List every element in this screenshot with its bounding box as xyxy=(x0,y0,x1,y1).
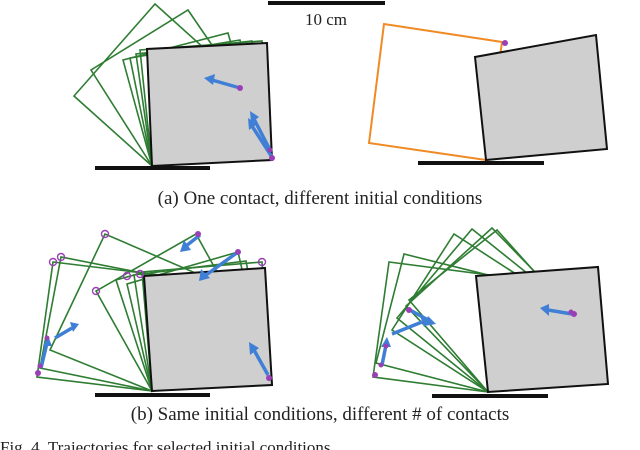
caption-fig-4-clipped: Fig. 4. Trajectories for selected initia… xyxy=(0,434,640,450)
panel-b-right xyxy=(372,226,610,398)
contact-points-b-right xyxy=(372,307,577,378)
final-box-b-right xyxy=(474,265,610,394)
contact-point-a-right xyxy=(502,40,508,46)
scale-bar: 10 cm xyxy=(268,1,385,29)
contact-points-b-left xyxy=(35,231,272,381)
contact-rings-b-left xyxy=(48,229,267,296)
caption-b: (b) Same initial conditions, different #… xyxy=(130,404,510,425)
scale-bar-label: 10 cm xyxy=(305,10,347,29)
final-box-a-left xyxy=(145,41,274,168)
panel-a-right xyxy=(367,22,609,165)
caption-fig-4-text: Fig. 4. Trajectories for selected initia… xyxy=(0,438,331,450)
arrowheads-a-left xyxy=(204,74,259,130)
arrowheads-b-left xyxy=(43,240,259,355)
trajectory-boxes-a-left xyxy=(72,2,273,168)
contact-points-a-left xyxy=(237,85,275,161)
panel-a-left xyxy=(72,2,275,170)
final-box-a-right xyxy=(473,33,609,162)
final-box-b-left xyxy=(142,266,274,393)
panel-b-left xyxy=(35,229,274,397)
arrowheads-b-right xyxy=(381,304,549,347)
caption-a: (a) One contact, different initial condi… xyxy=(157,188,483,209)
